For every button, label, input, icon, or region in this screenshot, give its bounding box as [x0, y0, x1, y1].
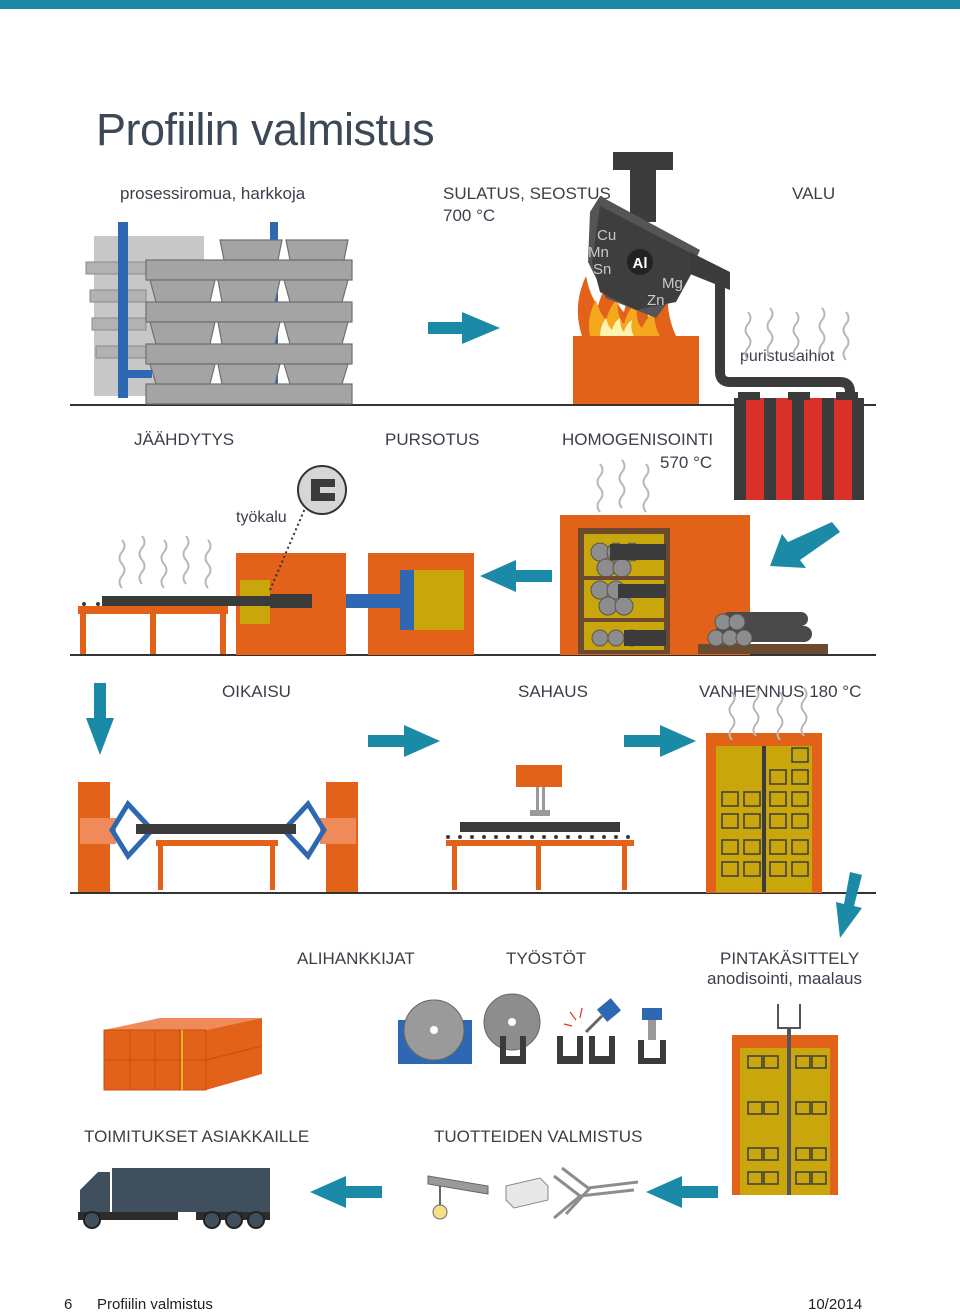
zn-element: Zn: [647, 292, 665, 309]
mg-element: Mg: [662, 275, 683, 292]
straightening-machine: [78, 782, 358, 892]
subcontractors-label: ALIHANKKIJAT: [297, 949, 415, 968]
flow-arrow-2: [770, 522, 840, 568]
homogenizing-temp: 570 °C: [660, 453, 713, 472]
straightening-label: OIKAISU: [222, 682, 291, 701]
product-examples: [427, 1166, 639, 1220]
mn-element: Mn: [588, 244, 609, 261]
extrusion-label: PURSOTUS: [385, 430, 480, 449]
products-label: TUOTTEIDEN VALMISTUS: [434, 1127, 643, 1146]
machining-label: TYÖSTÖT: [506, 949, 587, 968]
ageing-label: VANHENNUS 180 °C: [699, 682, 862, 701]
melting-label: SULATUS, SEOSTUS: [443, 184, 611, 203]
tool-label: työkalu: [236, 509, 287, 526]
flow-arrow-1: [428, 312, 500, 344]
top-accent-bar: [0, 0, 960, 9]
page-title: Profiilin valmistus: [96, 104, 435, 155]
cooling-table: [78, 535, 270, 654]
al-element: Al: [633, 255, 648, 272]
footer-date: 10/2014: [808, 1296, 863, 1313]
flow-arrow-9: [310, 1176, 382, 1208]
cooling-label: JÄÄHDYTYS: [134, 430, 235, 449]
flow-arrow-5: [368, 725, 440, 757]
sn-element: Sn: [593, 261, 611, 278]
delivery-truck: [78, 1168, 270, 1229]
sawing-label: SAHAUS: [518, 682, 588, 701]
footer-section: Profiilin valmistus: [97, 1296, 213, 1313]
extrusion-press: [236, 465, 474, 655]
billets-label: puristusaihiot: [740, 348, 835, 365]
profile-bundles: [103, 1018, 263, 1091]
machining-icons: [398, 993, 666, 1064]
flow-arrow-8: [646, 1176, 718, 1208]
sawing-machine: [446, 765, 634, 890]
flow-arrow-3: [480, 560, 552, 592]
homogenizing-oven: [560, 459, 828, 655]
surface-treatment-sub: anodisointi, maalaus: [707, 969, 862, 988]
cu-element: Cu: [597, 227, 616, 244]
homogenizing-label: HOMOGENISOINTI: [562, 430, 714, 449]
flow-arrow-4: [86, 683, 114, 755]
deliveries-label: TOIMITUKSET ASIAKKAILLE: [84, 1127, 310, 1146]
ageing-oven: [706, 687, 822, 893]
page-number: 6: [64, 1296, 73, 1313]
surface-treatment-label: PINTAKÄSITTELY: [720, 949, 860, 968]
crucible: Al Cu Mn Sn Mg Zn: [588, 152, 730, 318]
flow-arrow-7: [836, 872, 862, 938]
flow-arrow-6: [624, 725, 696, 757]
scrap-label: prosessiromua, harkkoja: [120, 184, 306, 203]
surface-treatment-tank: [732, 1004, 838, 1195]
ingot-stack: [85, 222, 353, 405]
casting-moulds: [715, 272, 864, 500]
melting-temp: 700 °C: [443, 206, 496, 225]
casting-label: VALU: [792, 184, 836, 203]
